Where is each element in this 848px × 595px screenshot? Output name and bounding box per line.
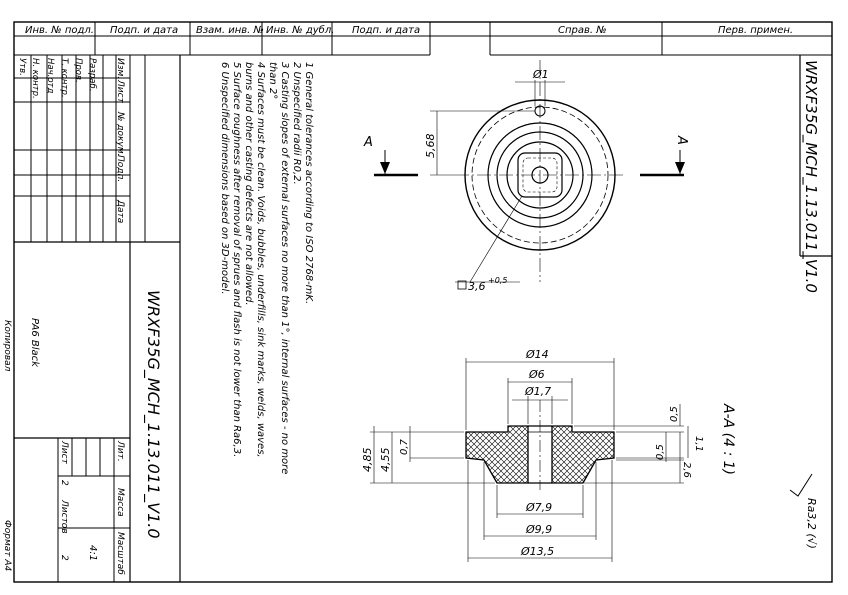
- roughness-mark: Ra3,2 (√): [789, 473, 818, 549]
- roughness-label: Ra3,2 (√): [805, 498, 818, 549]
- dim-h485: 4,85: [361, 448, 374, 473]
- dim-h07: 0,7: [399, 438, 410, 455]
- note-2: 2 Unspecified radii R0,2.: [291, 62, 302, 185]
- copied-label: Копировал: [2, 320, 12, 372]
- nach-otd-label: Нач.отд: [45, 58, 55, 93]
- razrab-label: Разраб.: [87, 58, 97, 91]
- drawing-number-stamp: WRXF35G_MCH_1.13.011_V1.0: [143, 290, 163, 539]
- dim-h26: 2,6: [681, 462, 692, 478]
- list-col-label: Лист: [115, 79, 125, 104]
- format-label: Формат A4: [2, 520, 12, 572]
- material-label: PA6 Black: [29, 318, 40, 368]
- list-value: 2: [59, 480, 69, 486]
- dim-h455: 4,55: [379, 448, 392, 473]
- sprav-label: Справ. №: [558, 25, 607, 36]
- technical-notes: 1 General tolerances according to ISO 27…: [219, 62, 314, 474]
- dim-square: 3,6: [468, 280, 486, 293]
- note-4: 4 Surfaces must be clean. Voids, bubbles…: [255, 62, 266, 458]
- perv-primen-label: Перв. примен.: [718, 25, 793, 36]
- note-6: 6 Unspecified dimensions based on 3D-mod…: [219, 62, 230, 295]
- top-stamp: Инв. № подл. Подп. и дата Взам. инв. № И…: [14, 22, 832, 56]
- dim-square-tol: +0,5: [488, 276, 507, 285]
- docum-label: № докум.: [115, 111, 125, 156]
- note-1: 1 General tolerances according to ISO 27…: [303, 62, 314, 304]
- note-5: 5 Surface roughness after removal of spr…: [231, 62, 242, 457]
- dim-h05a: 0,5: [669, 406, 680, 422]
- prov-label: Пров.: [73, 58, 83, 83]
- dim-h11: 1,1: [693, 436, 704, 452]
- note-3: 3 Casting slopes of external surfaces no…: [279, 62, 290, 474]
- izm-label: Изм.: [115, 58, 125, 79]
- scale-value: 4:1: [87, 545, 98, 561]
- note-4b: burns and other casting defects are not …: [243, 62, 254, 306]
- inv-dubl-label: Инв. № дубл.: [266, 24, 334, 36]
- dim-d14: Ø14: [525, 348, 549, 361]
- dim-d6: Ø6: [528, 368, 545, 381]
- lit-label: Лит.: [115, 440, 125, 462]
- section-arrow-left-icon: [380, 162, 390, 174]
- inv-podl-label: Инв. № подл.: [25, 25, 94, 36]
- outer-frame: [13, 21, 833, 583]
- list-label: Лист: [59, 440, 69, 465]
- listov-value: 2: [59, 555, 69, 561]
- dim-d135: Ø13,5: [520, 545, 554, 558]
- podp-data-label-2: Подп. и дата: [352, 25, 420, 36]
- t-kontr-label: Т. контр.: [59, 58, 69, 98]
- section-label-right: A: [674, 135, 689, 145]
- section-title: А-А (4 : 1): [720, 403, 736, 475]
- section-label-left: A: [363, 135, 373, 150]
- section-view: А-А (4 : 1) Ø14 Ø6 Ø1,7 Ø7,9 Ø9,9: [361, 348, 736, 562]
- utv-label: Утв.: [17, 58, 27, 76]
- massa-label: Масса: [115, 488, 125, 517]
- dim-d99: Ø9,9: [525, 523, 552, 536]
- dim-d17: Ø1,7: [524, 385, 551, 398]
- data-label: Дата: [115, 199, 125, 223]
- title-block: Изм. Лист № докум. Подп. Дата Разраб. Пр…: [14, 55, 181, 582]
- masshtab-label: Масштаб: [115, 532, 125, 575]
- drawing-number-top: WRXF35G_MCH_1.13.011_V1.0: [801, 60, 820, 293]
- dim-small-hole: Ø1: [532, 68, 549, 81]
- dim-offset: 5,68: [424, 134, 437, 159]
- podp-label: Подп.: [115, 155, 125, 182]
- n-kontr-label: Н. контр.: [30, 58, 40, 99]
- dim-h05b: 0,5: [655, 444, 666, 460]
- top-view: Ø1 5,68 3,6 +0,5 A A: [363, 60, 689, 293]
- dim-d79: Ø7,9: [525, 501, 552, 514]
- listov-label: Листов: [59, 499, 69, 534]
- vzam-inv-label: Взам. инв. №: [196, 25, 264, 36]
- podp-data-label: Подп. и дата: [110, 25, 178, 36]
- section-arrow-right-icon: [675, 162, 685, 174]
- note-3b: than 2°: [267, 62, 278, 99]
